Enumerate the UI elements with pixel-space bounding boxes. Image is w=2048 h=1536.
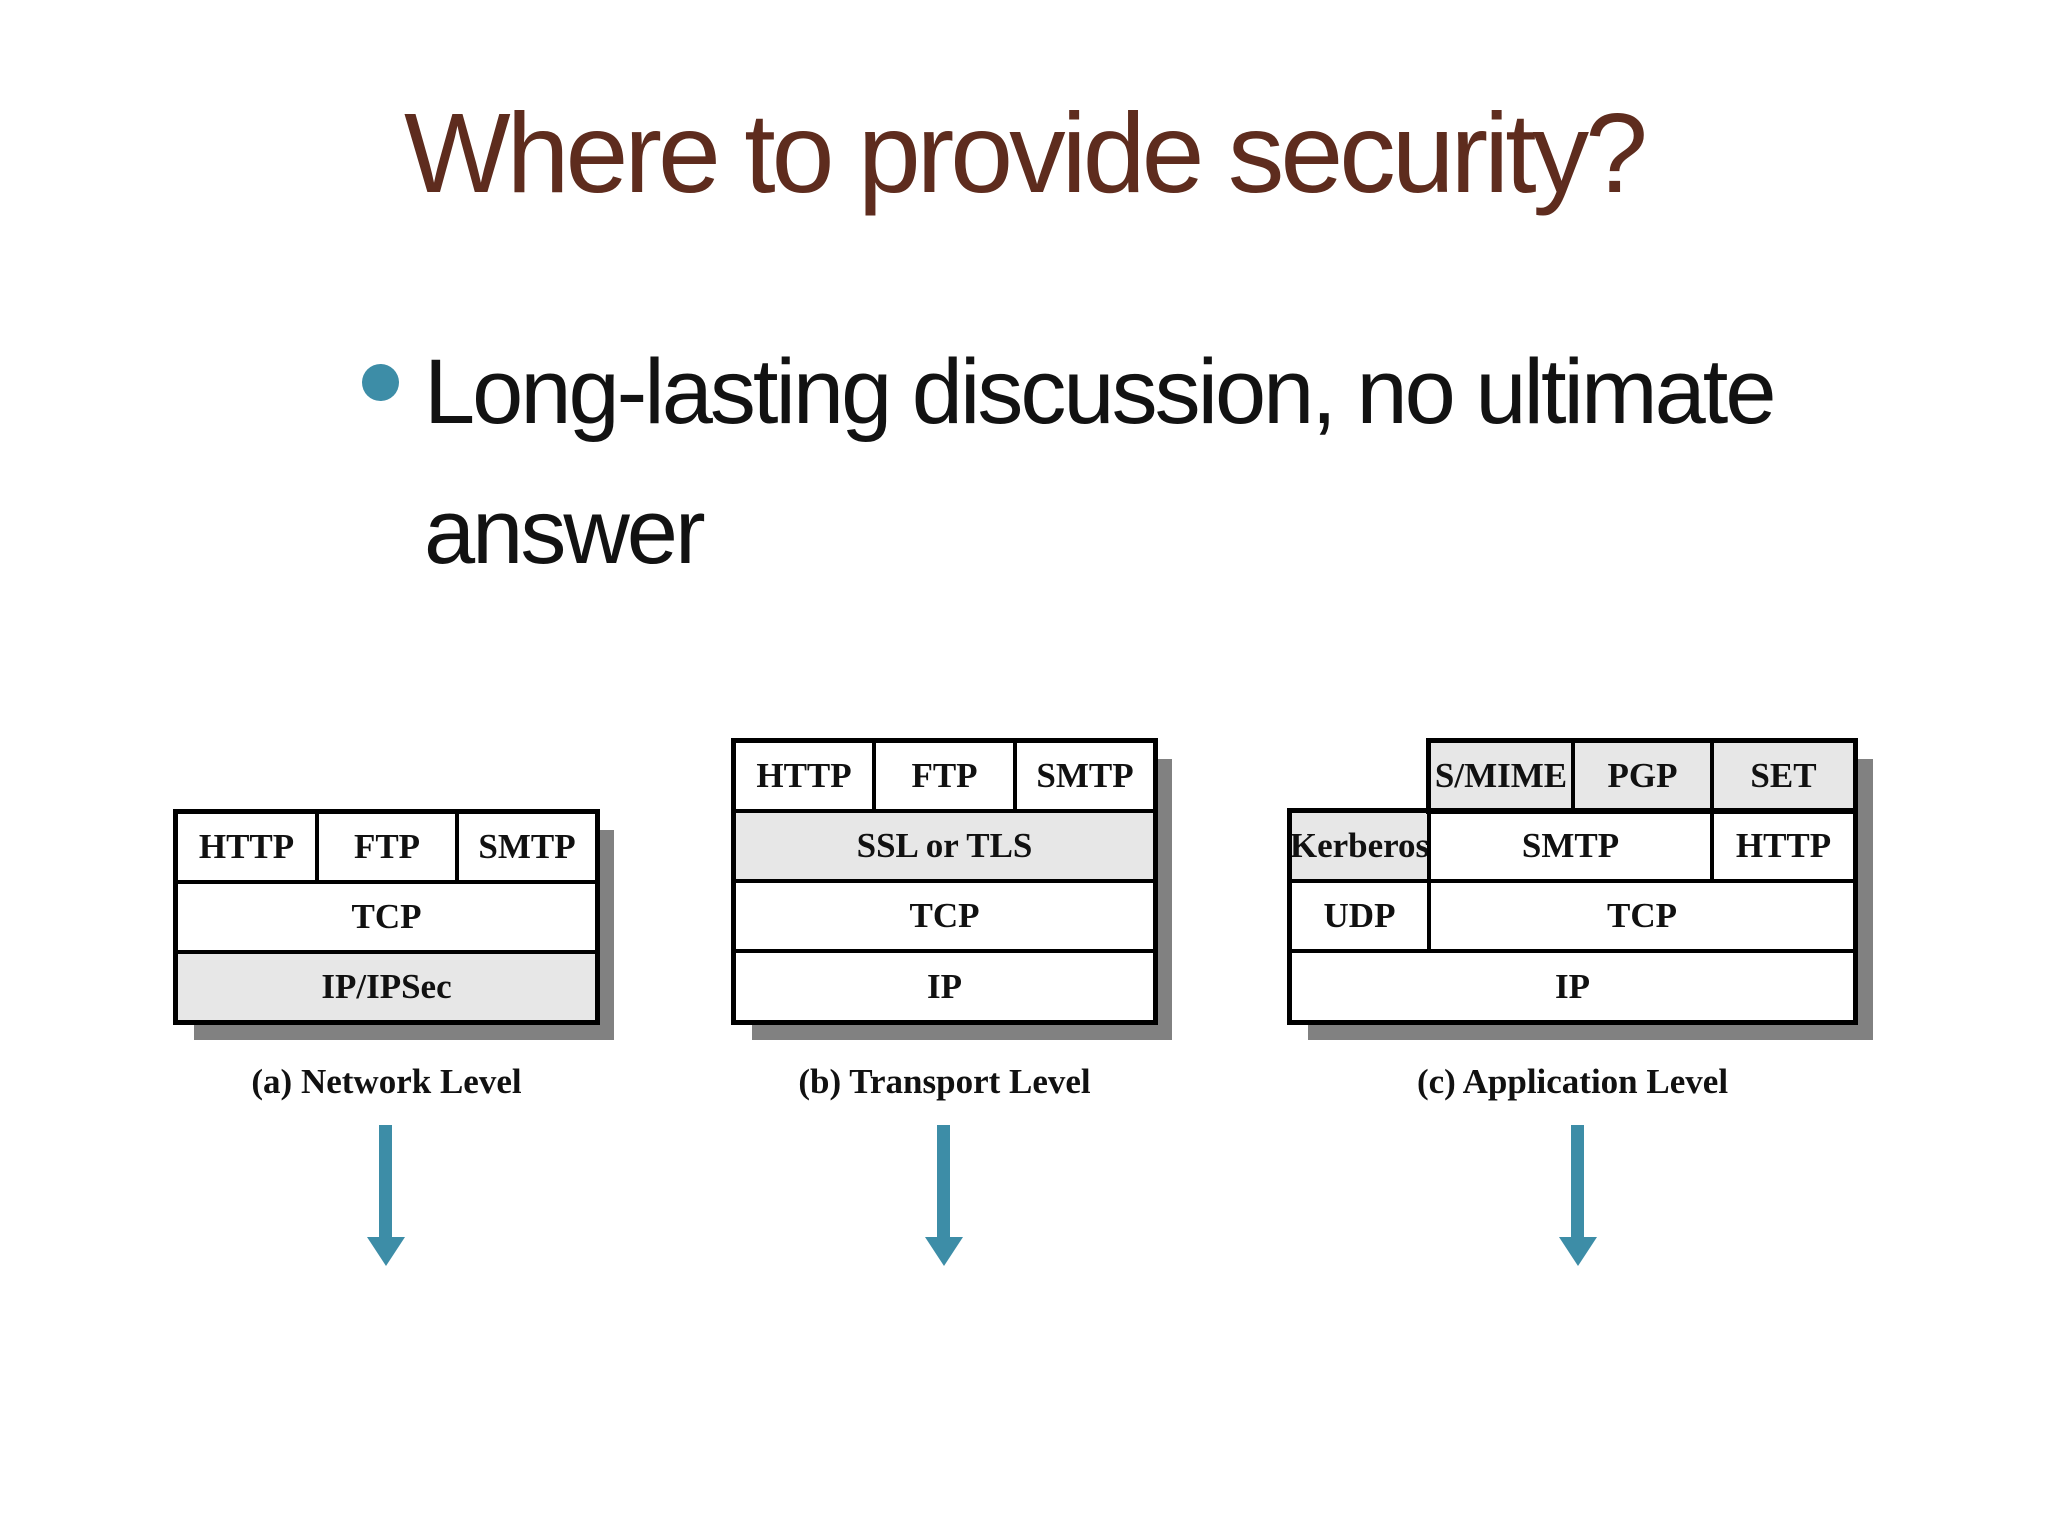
stack-a-cell-tcp: TCP: [176, 882, 597, 952]
stack-c-cell-ip: IP: [1290, 951, 1855, 1022]
stack-a-caption: (a) Network Level: [251, 1062, 522, 1101]
stack-c-caption: (c) Application Level: [1416, 1062, 1729, 1101]
stack-b-cell-tcp: TCP: [734, 881, 1155, 951]
stack-a-cell-ftp: FTP: [317, 812, 457, 882]
stack-c-cell-set: SET: [1712, 741, 1855, 811]
down-arrow-icon: [379, 1125, 392, 1238]
stack-c-cell-tcp: TCP: [1429, 881, 1855, 951]
down-arrow-icon: [1571, 1125, 1584, 1238]
stack-c-cell-kerberos: Kerberos: [1290, 811, 1429, 881]
bullet-line-2: answer: [424, 481, 706, 583]
stack-c-cell-smime: S/MIME: [1429, 741, 1573, 811]
stack-b-cell-ip: IP: [734, 951, 1155, 1022]
stack-b-cell-smtp: SMTP: [1015, 741, 1155, 811]
page-title: Where to provide security?: [403, 90, 1648, 216]
stack-c-cell-udp: UDP: [1290, 881, 1429, 951]
bullet-text: Long-lasting discussion, no ultimate ans…: [424, 322, 1776, 602]
stack-c-cell-pgp: PGP: [1573, 741, 1712, 811]
bullet-icon: [362, 364, 399, 401]
stack-a-cell-http: HTTP: [176, 812, 317, 882]
stack-a-cell-ip-ipsec: IP/IPSec: [176, 952, 597, 1022]
down-arrow-icon: [925, 1237, 963, 1266]
bullet-line-1: Long-lasting discussion, no ultimate: [424, 341, 1776, 443]
down-arrow-icon: [937, 1125, 950, 1238]
stack-c-cell-http: HTTP: [1712, 811, 1855, 881]
stack-b-cell-ssl-tls: SSL or TLS: [734, 811, 1155, 881]
stack-b-caption: (b) Transport Level: [798, 1062, 1091, 1101]
down-arrow-icon: [367, 1237, 405, 1266]
stack-b-cell-ftp: FTP: [874, 741, 1015, 811]
down-arrow-icon: [1559, 1237, 1597, 1266]
stack-a-cell-smtp: SMTP: [457, 812, 597, 882]
stack-b-cell-http: HTTP: [734, 741, 874, 811]
stack-c-cell-smtp: SMTP: [1429, 811, 1712, 881]
